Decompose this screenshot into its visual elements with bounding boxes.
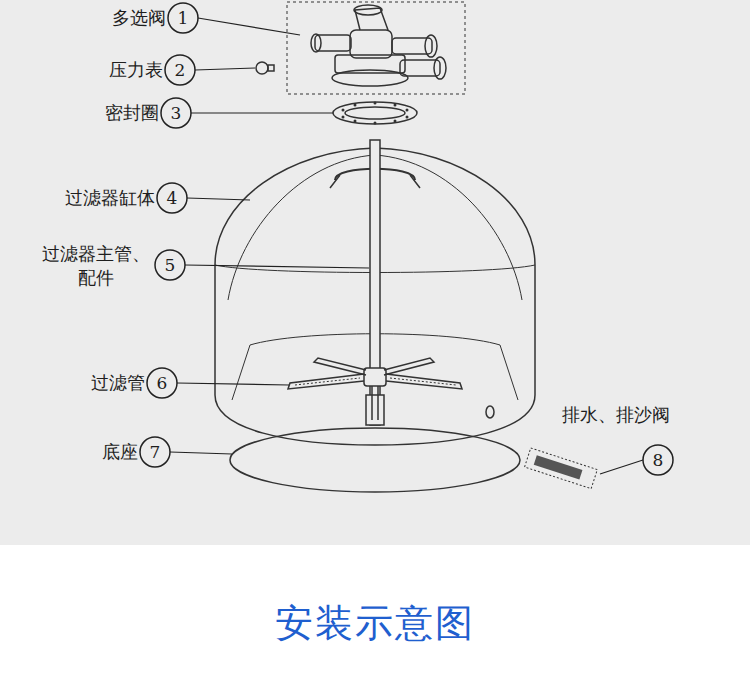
part-name: 过滤管 <box>91 371 145 395</box>
callout-number: 7 <box>150 442 161 462</box>
callout-number: 4 <box>167 188 178 208</box>
callout-number: 6 <box>157 373 168 393</box>
part-name: 底座 <box>102 440 138 464</box>
callout-number: 3 <box>171 103 182 123</box>
callout-number: 8 <box>653 450 664 470</box>
part-name: 压力表 <box>109 58 163 82</box>
part-name: 排水、排沙阀 <box>562 403 670 427</box>
part-name: 过滤器主管、配件 <box>39 242 153 290</box>
callout-number: 2 <box>175 60 186 80</box>
part-name: 密封圈 <box>105 101 159 125</box>
callout-number: 1 <box>178 8 189 28</box>
part-name: 过滤器缸体 <box>65 186 155 210</box>
diagram-title: 安装示意图 <box>0 600 750 646</box>
callout-number: 5 <box>165 255 176 275</box>
part-name: 多选阀 <box>112 6 166 30</box>
